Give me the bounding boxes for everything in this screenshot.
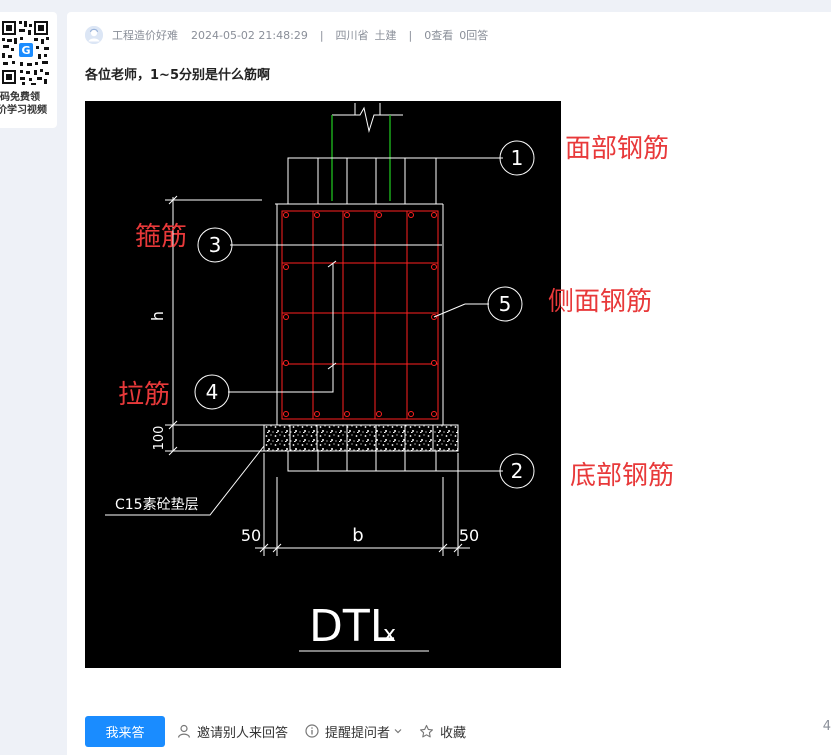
- qr-promo-card[interactable]: G 码免费领 价学习视频: [0, 12, 57, 128]
- user-icon: [177, 724, 191, 738]
- star-icon: [419, 724, 434, 737]
- favorite-label: 收藏: [440, 725, 467, 741]
- qr-code-icon: G: [0, 18, 52, 94]
- post-meta: 工程造价好难 2024-05-02 21:48:29 | 四川省 土建 | 0查…: [85, 26, 488, 44]
- svg-text:G: G: [21, 44, 30, 57]
- user-avatar-icon: [85, 26, 103, 44]
- meta-separator: |: [319, 28, 324, 42]
- dim-100: 100: [152, 426, 167, 451]
- info-icon: [305, 724, 319, 738]
- dim-b: b: [352, 525, 363, 546]
- edge-number: 4: [822, 719, 831, 734]
- label-side-bars: 侧面钢筋: [548, 287, 653, 317]
- qr-caption-line1: 码免费领: [0, 92, 40, 103]
- view-count: 0查看: [424, 29, 454, 42]
- label-top-bars: 面部钢筋: [565, 134, 670, 164]
- post-location: 四川省: [335, 29, 369, 42]
- avatar[interactable]: [85, 26, 103, 44]
- action-bar: 我来答 邀请别人来回答 提醒提问者 收藏: [85, 715, 466, 747]
- invite-label: 邀请别人来回答: [197, 725, 289, 741]
- answer-count: 0回答: [459, 29, 489, 42]
- question-title: 各位老师，1~5分别是什么筋啊: [85, 68, 270, 83]
- label-stirrup: 箍筋: [135, 222, 188, 252]
- label-tie-bar: 拉筋: [118, 380, 171, 410]
- dim-left-50: 50: [241, 526, 261, 545]
- remind-label: 提醒提问者: [325, 725, 391, 741]
- question-card: 工程造价好难 2024-05-02 21:48:29 | 四川省 土建 | 0查…: [67, 12, 831, 755]
- question-image[interactable]: 1 3 5 4 2 h 100 b 50 50 C15素砼垫层 DTL x: [85, 101, 561, 668]
- beam-section-drawing: 1 3 5 4 2 h 100 b 50 50 C15素砼垫层 DTL x: [105, 103, 535, 652]
- post-category[interactable]: 土建: [374, 29, 397, 42]
- label-bottom-bars: 底部钢筋: [570, 461, 675, 491]
- favorite-button[interactable]: 收藏: [419, 722, 466, 741]
- post-datetime: 2024-05-02 21:48:29: [191, 28, 308, 42]
- chevron-down-icon: [394, 729, 402, 734]
- author-name[interactable]: 工程造价好难: [112, 29, 178, 42]
- marker-1: 1: [511, 146, 524, 170]
- dim-h: h: [148, 311, 167, 321]
- marker-2: 2: [511, 459, 524, 483]
- marker-3: 3: [209, 233, 222, 257]
- meta-separator: |: [408, 28, 413, 42]
- answer-button[interactable]: 我来答: [85, 715, 165, 747]
- beam-name: DTL: [309, 601, 395, 652]
- qr-caption-line2: 价学习视频: [0, 105, 47, 116]
- remind-asker-button[interactable]: 提醒提问者: [305, 722, 403, 741]
- dim-right-50: 50: [459, 526, 479, 545]
- invite-answer-button[interactable]: 邀请别人来回答: [177, 722, 288, 741]
- marker-5: 5: [499, 292, 512, 316]
- qr-caption: 码免费领 价学习视频: [0, 91, 57, 117]
- beam-suffix: x: [383, 622, 396, 647]
- marker-4: 4: [206, 380, 219, 404]
- cushion-note: C15素砼垫层: [115, 497, 199, 513]
